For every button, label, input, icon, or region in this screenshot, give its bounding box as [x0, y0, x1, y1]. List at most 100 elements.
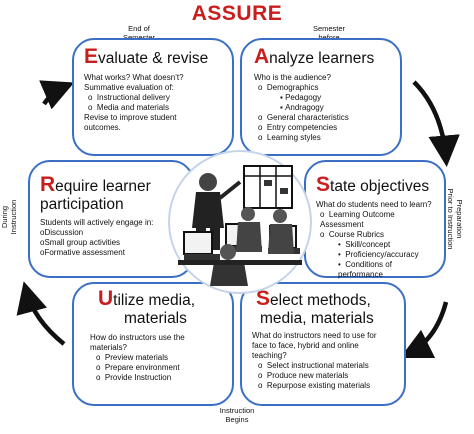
analyze-heading: Analyze learners [254, 45, 392, 68]
evaluate-line: outcomes. [84, 123, 121, 132]
card-utilize-media: Utilize media, materials How do instruct… [72, 282, 234, 406]
select-line: teaching? [252, 351, 287, 360]
utilize-bullet: o Preview materials [96, 353, 169, 362]
arrow-top-right [412, 80, 460, 167]
analyze-bullet: o General characteristics [258, 113, 349, 122]
select-bullets: o Select instructional materials o Produ… [252, 361, 398, 391]
state-bullets: o Learning Outcome Assessment o Course R… [316, 210, 438, 280]
state-bullet-text: Learning Outcome Assessment [320, 210, 395, 229]
label-instruction-begins: Instruction Begins [210, 406, 264, 424]
utilize-bullet-text: Prepare environment [104, 363, 180, 372]
instructor-arm [218, 180, 242, 200]
evaluate-letter: E [84, 45, 99, 68]
evaluate-line: Revise to improve student [84, 113, 177, 122]
state-body: What do students need to learn? o Learni… [316, 200, 438, 280]
card-state-objectives: State objectives What do students need t… [304, 160, 446, 280]
select-line: face to face, hybrid and online [252, 341, 359, 350]
utilize-heading: Utilize media, [98, 287, 224, 310]
utilize-letter: U [98, 287, 114, 310]
evaluate-body: What works? What doesn’t? Summative eval… [84, 73, 224, 133]
state-sub-bullet: • Proficiency/accuracy [338, 250, 419, 259]
utilize-bullet-text: Provide Instruction [104, 373, 172, 382]
require-bullet-text: Discussion [44, 228, 84, 237]
computer-monitor [183, 231, 213, 255]
analyze-bullet: o Demographics [258, 83, 319, 92]
label-end-of-semester: End of Semester [114, 24, 164, 42]
card-select-methods: Select methods, media, materials What do… [240, 282, 406, 406]
label-instruction-begins-line1: Instruction [219, 406, 255, 415]
require-bullets: oDiscussion oSmall group activities oFor… [40, 228, 184, 258]
evaluate-heading: Evaluate & revise [84, 45, 224, 68]
instructor-body [192, 192, 224, 228]
analyze-sub-bullet-text: Pedagogy [285, 93, 322, 102]
utilize-body: How do instructors use the materials? o … [90, 333, 224, 383]
evaluate-title: valuate & revise [98, 50, 209, 67]
state-sub-bullet: • Conditions of performance [338, 260, 392, 279]
evaluate-bullet-text: Instructional delivery [96, 93, 170, 102]
arrow-bottom-right [399, 301, 449, 359]
evaluate-bullet: o Instructional delivery [88, 93, 170, 102]
utilize-title-line1: tilize media, [113, 292, 196, 309]
select-bullet-text: Repurpose existing materials [266, 381, 371, 390]
student-body [210, 262, 248, 286]
state-bullet-text: Course Rubrics [328, 230, 385, 239]
select-bullet: o Select instructional materials [258, 361, 369, 370]
student-body [236, 222, 262, 252]
state-title: tate objectives [330, 178, 430, 195]
state-sub-bullet: • Skill/concept [338, 240, 391, 249]
analyze-line: Who is the audience? [254, 73, 331, 82]
require-bullet: oDiscussion [40, 228, 84, 237]
state-heading: State objectives [316, 173, 438, 196]
select-body: What do instructors need to use for face… [252, 331, 398, 391]
evaluate-bullets: o Instructional delivery o Media and mat… [84, 93, 224, 113]
require-title-line1: equire learner [55, 178, 151, 195]
utilize-bullet: o Prepare environment [96, 363, 180, 372]
analyze-letter: A [254, 45, 270, 68]
select-bullet-text: Select instructional materials [266, 361, 369, 370]
utilize-line: materials? [90, 343, 127, 352]
instructor-leg [210, 228, 220, 250]
label-end-of-semester-line2: Semester [114, 33, 164, 42]
require-heading: Require learner [40, 174, 184, 196]
utilize-bullets: o Preview materials o Prepare environmen… [90, 353, 224, 383]
analyze-body: Who is the audience? o Demographics ▪ Pe… [254, 73, 392, 143]
analyze-bullet-text: Entry competencies [266, 123, 338, 132]
select-title-line1: elect methods, [270, 292, 371, 309]
state-letter: S [316, 173, 331, 196]
require-line: Students will actively engage in: [40, 218, 154, 227]
require-bullet: oFormative assessment [40, 248, 125, 257]
desk [178, 260, 302, 265]
wall-chart [243, 165, 293, 209]
classroom-illustration [178, 165, 302, 286]
student-head [273, 209, 287, 223]
require-body: Students will actively engage in: oDiscu… [40, 218, 184, 258]
select-bullet: o Produce new materials [258, 371, 349, 380]
select-heading: Select methods, [256, 288, 398, 310]
state-bullet: o Learning Outcome Assessment [320, 210, 395, 229]
arrow-bottom-left [16, 281, 66, 346]
student-head [241, 207, 255, 221]
label-semester-before-line1: Semester [312, 24, 346, 33]
evaluate-bullet-text: Media and materials [96, 103, 169, 112]
analyze-bullet: o Learning styles [258, 133, 321, 142]
require-bullet: oSmall group activities [40, 238, 121, 247]
select-title-line2: media, materials [260, 310, 374, 327]
state-sub-bullet-text: Proficiency/accuracy [345, 250, 419, 259]
analyze-title: nalyze learners [269, 50, 375, 67]
diagram-title: ASSURE [191, 2, 283, 25]
wall-chart-mark [280, 188, 288, 194]
student-body [268, 224, 294, 254]
utilize-bullet: o Provide Instruction [96, 373, 172, 382]
analyze-sub-bullet-text: Andragogy [285, 103, 324, 112]
label-semester-before-line2: before [304, 33, 354, 42]
utilize-bullet-text: Preview materials [104, 353, 169, 362]
card-evaluate-revise: Evaluate & revise What works? What doesn… [72, 38, 234, 156]
center-circle [168, 150, 312, 294]
computer-base [184, 254, 220, 260]
select-bullet-text: Produce new materials [266, 371, 349, 380]
analyze-sub-bullet: ▪ Pedagogy [280, 93, 322, 102]
require-bullet-text: Formative assessment [44, 248, 125, 257]
state-line: What do students need to learn? [316, 200, 432, 209]
instructor-head [199, 173, 217, 191]
evaluate-bullet: o Media and materials [88, 103, 169, 112]
